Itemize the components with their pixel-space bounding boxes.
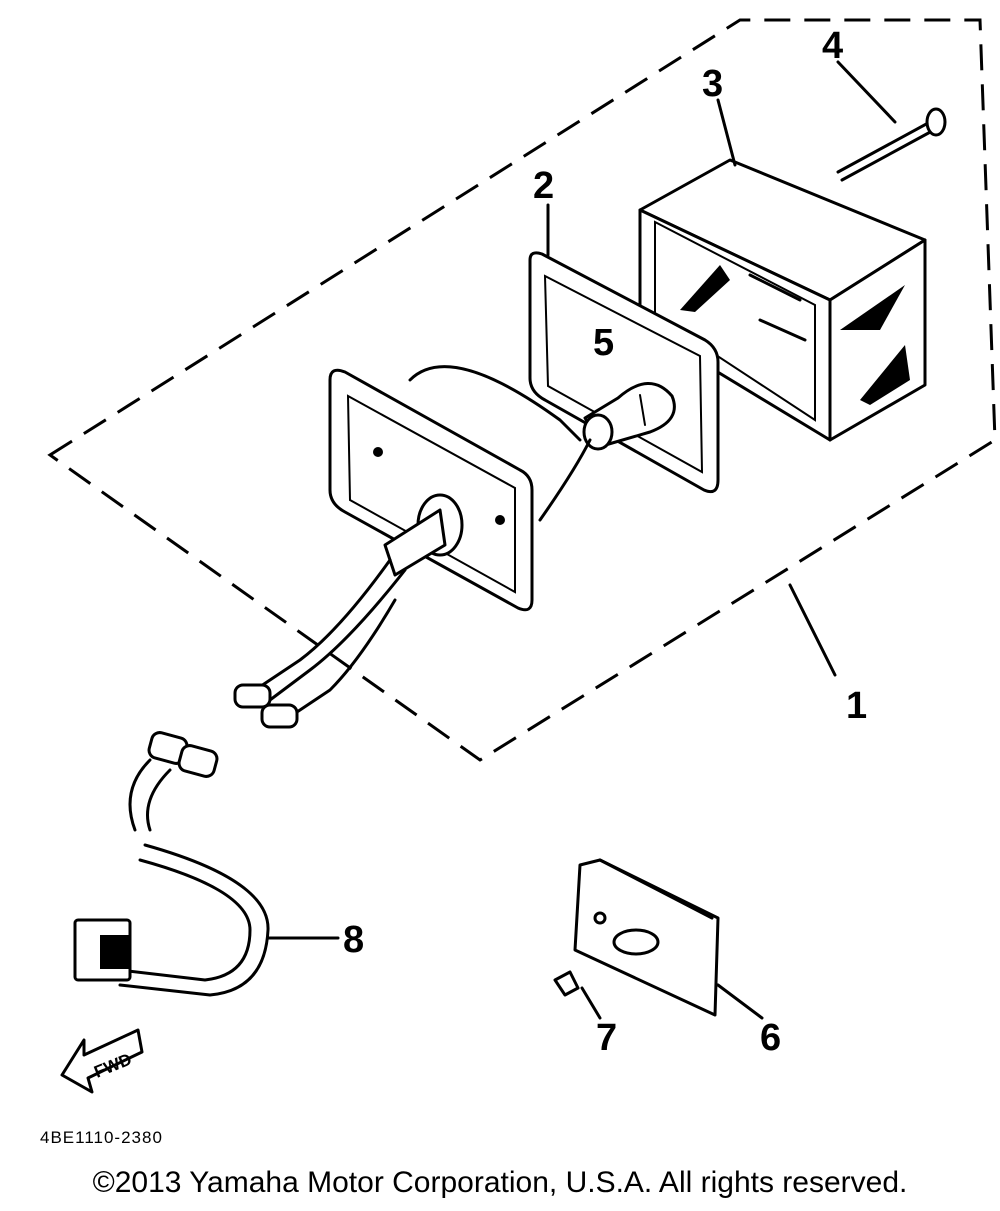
assembly-boundary — [47, 18, 997, 762]
callout-1: 1 — [846, 685, 867, 727]
callout-6: 6 — [760, 1017, 781, 1059]
light-base-part — [328, 365, 592, 612]
callout-4: 4 — [822, 25, 843, 67]
copyright-notice: ©2013 Yamaha Motor Corporation, U.S.A. A… — [92, 1166, 908, 1199]
leader-7 — [580, 986, 602, 1020]
leader-4 — [836, 60, 897, 124]
bracket-plate-part — [573, 858, 720, 1017]
lens-housing-part — [638, 158, 927, 442]
drawing-code: 4BE1110-2380 — [40, 1128, 163, 1147]
leader-3 — [716, 98, 737, 167]
fwd-arrow-icon: FWD — [60, 1028, 144, 1094]
callout-7: 7 — [596, 1017, 617, 1059]
leader-6 — [716, 983, 764, 1020]
leader-1 — [788, 583, 837, 677]
callout-5: 5 — [593, 322, 614, 364]
screw-part — [836, 107, 947, 182]
callout-2: 2 — [533, 165, 554, 207]
callout-8: 8 — [343, 919, 364, 961]
lamp-wires — [233, 558, 407, 729]
callout-3: 3 — [702, 63, 723, 105]
nut-part — [553, 970, 580, 997]
wire-harness-part — [73, 731, 270, 997]
gasket-part — [528, 251, 720, 494]
